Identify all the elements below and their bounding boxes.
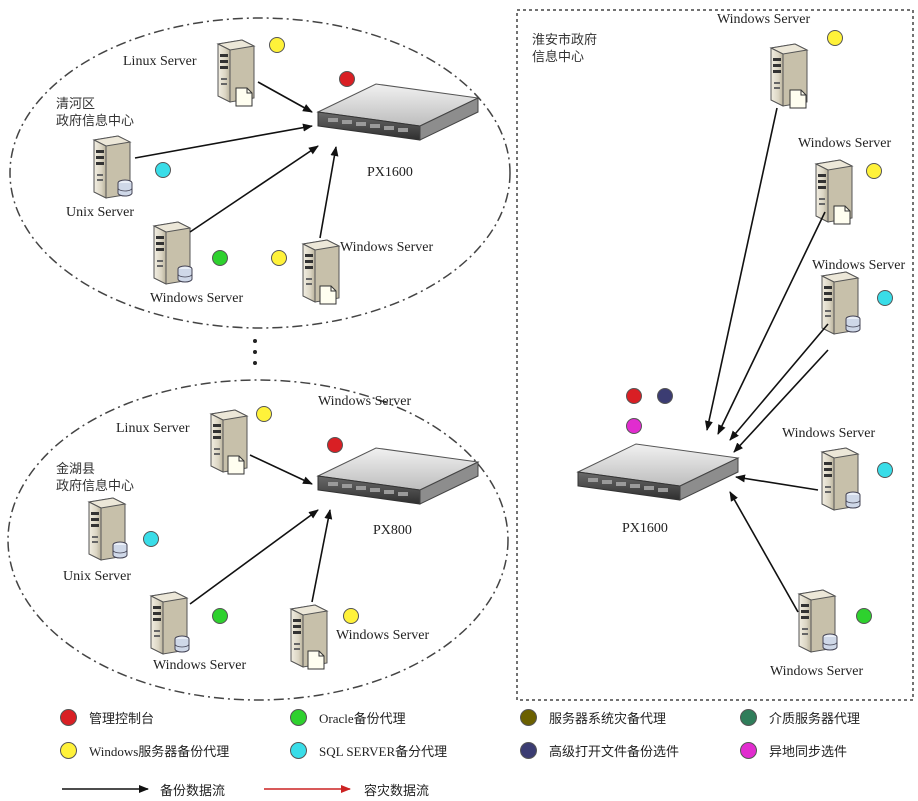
windows-server-label: Windows Server <box>782 426 876 441</box>
cyan-dot-icon <box>290 742 307 759</box>
database-icon <box>174 635 190 653</box>
sqlserver-agent-dot <box>877 462 893 478</box>
doc-icon <box>307 650 325 670</box>
oracle-agent-dot <box>212 608 228 624</box>
group1-boundary <box>9 17 511 329</box>
legend-windows-agent: Windows服务器备份代理 <box>60 741 229 760</box>
oracle-agent-dot <box>856 608 872 624</box>
group3-label: 淮安市政府信息中心 <box>532 32 598 64</box>
appliance-label: PX1600 <box>622 521 668 536</box>
legend-label: 介质服务器代理 <box>769 711 861 726</box>
appliance-label: PX800 <box>373 523 412 538</box>
legend-label: Windows服务器备份代理 <box>89 744 230 759</box>
teal-dot-icon <box>740 709 757 726</box>
management-console-dot <box>626 388 642 404</box>
windows-server-label: Windows Server <box>717 12 811 27</box>
appliance-label: PX1600 <box>367 165 413 180</box>
database-icon <box>112 541 128 559</box>
database-icon <box>822 633 838 651</box>
windows-server-label: Windows Server <box>798 136 892 151</box>
unix-server-label: Unix Server <box>63 569 132 584</box>
legend-open-file-option: 高级打开文件备份选件 <box>520 741 679 760</box>
database-icon <box>117 179 133 197</box>
linux-server-label: Linux Server <box>116 421 190 436</box>
legend-oracle-agent: Oracle备份代理 <box>290 708 406 727</box>
windows-agent-dot <box>827 30 843 46</box>
legend-server-dr-agent: 服务器系统灾备代理 <box>520 708 666 727</box>
olive-dot-icon <box>520 709 537 726</box>
legend-label: Oracle备份代理 <box>319 711 406 726</box>
open-file-option-dot <box>657 388 673 404</box>
group3-boundary <box>516 9 914 701</box>
windows-server-label: Windows Server <box>153 658 247 673</box>
management-console-dot <box>327 437 343 453</box>
windows-server-label: Windows Server <box>812 258 906 273</box>
red-dot-icon <box>60 709 77 726</box>
windows-agent-dot <box>256 406 272 422</box>
green-dot-icon <box>290 709 307 726</box>
legend-remote-sync-option: 异地同步选件 <box>740 741 847 760</box>
legend-label: 异地同步选件 <box>769 744 848 759</box>
group1-label: 清河区政府信息中心 <box>56 96 135 128</box>
legend-sqlserver-agent: SQL SERVER备分代理 <box>290 741 447 760</box>
windows-agent-dot <box>866 163 882 179</box>
remote-sync-option-dot <box>626 418 642 434</box>
windows-agent-dot <box>269 37 285 53</box>
px800-appliance-g2 <box>317 447 479 505</box>
navy-dot-icon <box>520 742 537 759</box>
yellow-dot-icon <box>60 742 77 759</box>
sqlserver-agent-dot <box>877 290 893 306</box>
legend-label: 高级打开文件备份选件 <box>549 744 680 759</box>
windows-server-label: Windows Server <box>318 394 412 409</box>
legend-backup-flow: 备份数据流 <box>160 783 226 798</box>
px1600-appliance-g3 <box>577 443 739 501</box>
windows-server-label: Windows Server <box>770 664 864 679</box>
legend-label: 管理控制台 <box>89 711 155 726</box>
windows-server-label: Windows Server <box>336 628 430 643</box>
px1600-appliance-g1 <box>317 83 479 141</box>
database-icon <box>845 491 861 509</box>
doc-icon <box>235 87 253 107</box>
sqlserver-agent-dot <box>155 162 171 178</box>
legend-storage-agent: 介质服务器代理 <box>740 708 860 727</box>
linux-server-label: Linux Server <box>123 54 197 69</box>
windows-server-label: Windows Server <box>150 291 244 306</box>
doc-icon <box>833 205 851 225</box>
database-icon <box>845 315 861 333</box>
windows-server-label: Windows Server <box>340 240 434 255</box>
group2-label: 金湖县政府信息中心 <box>56 461 135 493</box>
windows-agent-dot <box>343 608 359 624</box>
unix-server-label: Unix Server <box>66 205 135 220</box>
magenta-dot-icon <box>740 742 757 759</box>
legend-label: 服务器系统灾备代理 <box>549 711 667 726</box>
legend-label: SQL SERVER备分代理 <box>319 744 448 759</box>
doc-icon <box>227 455 245 475</box>
management-console-dot <box>339 71 355 87</box>
doc-icon <box>789 89 807 109</box>
legend-dr-flow: 容灾数据流 <box>364 783 430 798</box>
legend-management-console: 管理控制台 <box>60 708 154 727</box>
database-icon <box>177 265 193 283</box>
oracle-agent-dot <box>212 250 228 266</box>
sqlserver-agent-dot <box>143 531 159 547</box>
doc-icon <box>319 285 337 305</box>
windows-agent-dot <box>271 250 287 266</box>
group2-boundary <box>7 379 509 701</box>
